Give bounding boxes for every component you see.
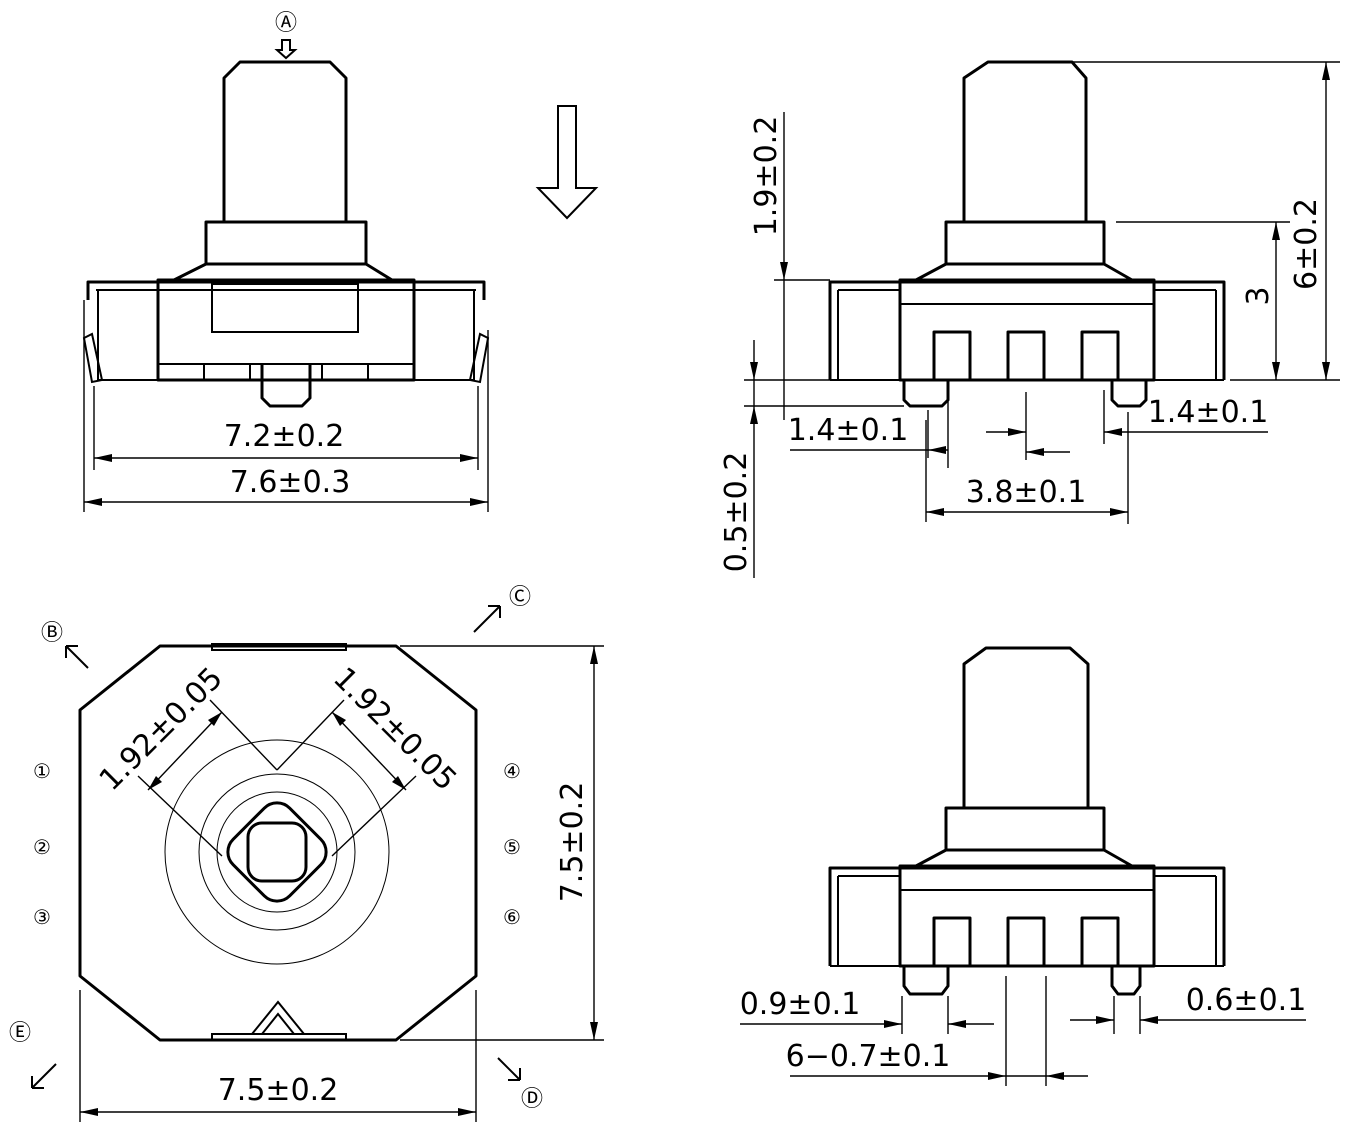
bottom-view: 6−0.7±0.1 0.9±0.1 0.6±0.1 — [740, 646, 1307, 1086]
side-pitch: 3.8±0.1 — [966, 475, 1087, 510]
bottom-nub — [260, 364, 312, 408]
side-pad-right — [1110, 380, 1148, 408]
side-right-pad: 1.4±0.1 — [1148, 395, 1269, 430]
actuator-stem — [222, 60, 348, 222]
orientation-mark — [251, 1000, 305, 1035]
top-diag-left: 1.92±0.05 — [93, 661, 230, 798]
pin-label-2: ② — [33, 835, 51, 859]
side-left-pad: 1.4±0.1 — [788, 413, 909, 448]
top-width: 7.5±0.2 — [218, 1073, 339, 1108]
side-housing — [898, 278, 1156, 382]
front-view: Ⓐ 7.2±0.2 7.6±0.3 — [82, 11, 490, 512]
pin-2 — [1006, 330, 1046, 380]
side-total-height: 6±0.2 — [1289, 198, 1324, 290]
bottom-pin-width: 6−0.7±0.1 — [786, 1039, 951, 1074]
pin-label-4: ④ — [503, 759, 521, 783]
top-octagon — [78, 644, 478, 1042]
pin-label-3: ③ — [33, 905, 51, 929]
front-inner-width: 7.2±0.2 — [224, 419, 345, 454]
frame-top — [86, 280, 486, 300]
side-pad-left — [902, 380, 950, 408]
side-stem-height: 1.9±0.2 — [749, 116, 784, 237]
press-arrow-small — [274, 39, 298, 60]
marker-b: Ⓑ — [41, 621, 63, 646]
shoulder — [172, 262, 394, 282]
bottom-pad-right: 0.6±0.1 — [1186, 983, 1307, 1018]
knob-inner — [246, 821, 308, 883]
side-stem — [962, 60, 1088, 222]
side-view: 6±0.2 3 1.9±0.2 0.5±0.2 1.4±0.1 1.4±0.1 — [719, 60, 1340, 578]
knob-outer — [226, 801, 328, 903]
side-collar — [944, 220, 1106, 266]
marker-c: Ⓒ — [509, 585, 531, 610]
pin-1 — [932, 330, 972, 380]
left-leg — [82, 332, 104, 384]
side-standoff: 0.5±0.2 — [719, 452, 754, 573]
view-direction-arrow — [535, 105, 599, 220]
front-outer-width: 7.6±0.3 — [230, 465, 351, 500]
top-height: 7.5±0.2 — [555, 782, 590, 903]
pin-label-6: ⑥ — [503, 905, 521, 929]
pin-3 — [1080, 330, 1120, 380]
pin-label-5: ⑤ — [503, 835, 521, 859]
collar — [204, 220, 368, 266]
side-body-height: 3 — [1241, 286, 1276, 305]
marker-d: Ⓓ — [521, 1087, 543, 1112]
window — [211, 283, 359, 333]
top-view: 1.92±0.05 1.92±0.05 ① ② ③ ④ ⑤ ⑥ Ⓑ Ⓒ Ⓔ Ⓓ … — [9, 585, 604, 1122]
right-leg — [468, 332, 490, 384]
bottom-pad-left: 0.9±0.1 — [740, 987, 861, 1022]
pin-label-1: ① — [33, 759, 51, 783]
marker-e: Ⓔ — [9, 1021, 31, 1046]
marker-a: Ⓐ — [275, 11, 297, 36]
